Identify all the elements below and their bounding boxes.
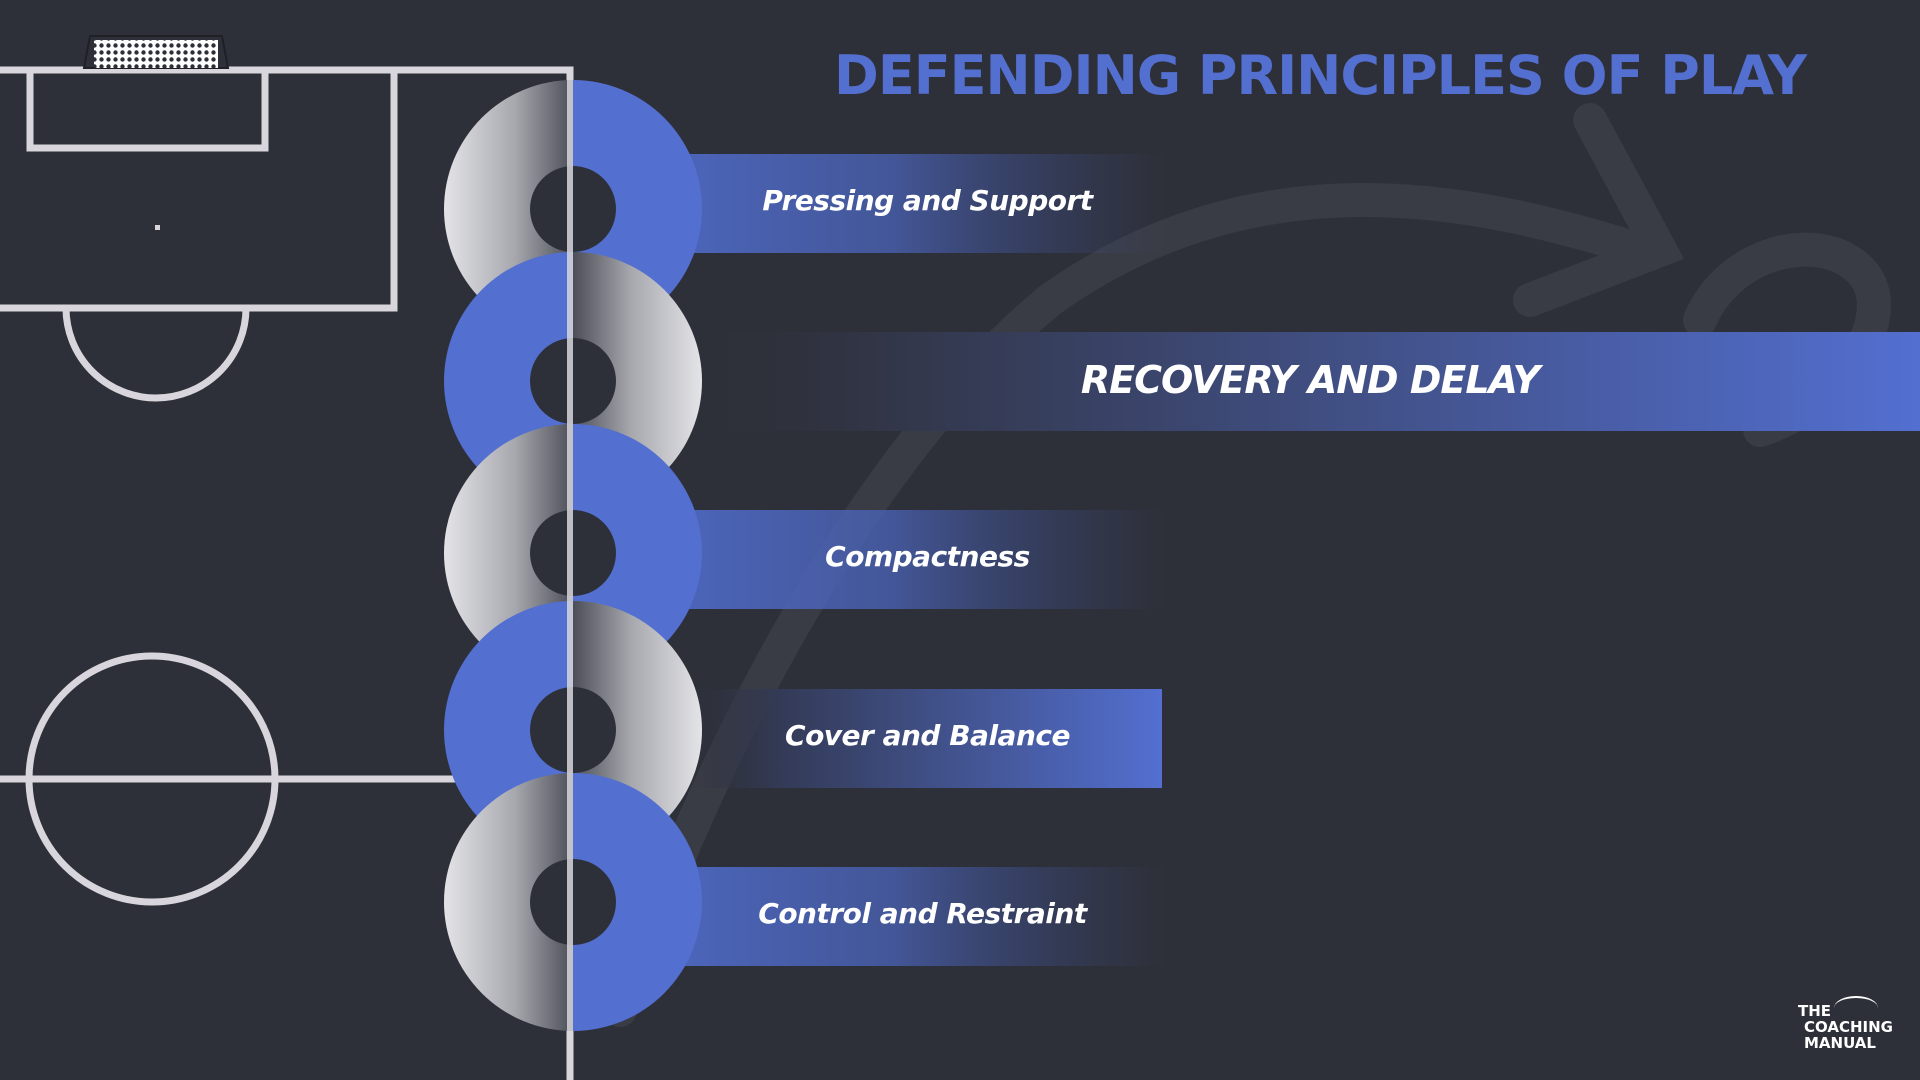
principle-label-recovery: RECOVERY AND DELAY <box>1080 358 1540 402</box>
coaching-manual-logo: THE COACHING MANUAL <box>1796 996 1906 1066</box>
principle-label-cover: Cover and Balance <box>785 719 1070 752</box>
logo-arc-icon <box>1834 996 1878 1020</box>
chain-links-icon <box>444 70 702 1080</box>
logo-line-2: COACHING <box>1804 1018 1893 1036</box>
principle-label-compactness: Compactness <box>825 540 1030 573</box>
band-recovery <box>700 332 1920 431</box>
goal-net-icon <box>82 35 230 69</box>
logo-line-1: THE <box>1798 1002 1832 1020</box>
page-title: DEFENDING PRINCIPLES OF PLAY <box>834 44 1807 107</box>
logo-line-3: MANUAL <box>1804 1034 1876 1052</box>
penalty-spot <box>155 225 160 230</box>
band-cover <box>680 689 1162 788</box>
principle-label-control: Control and Restraint <box>758 897 1087 930</box>
principle-label-pressing: Pressing and Support <box>762 184 1093 217</box>
